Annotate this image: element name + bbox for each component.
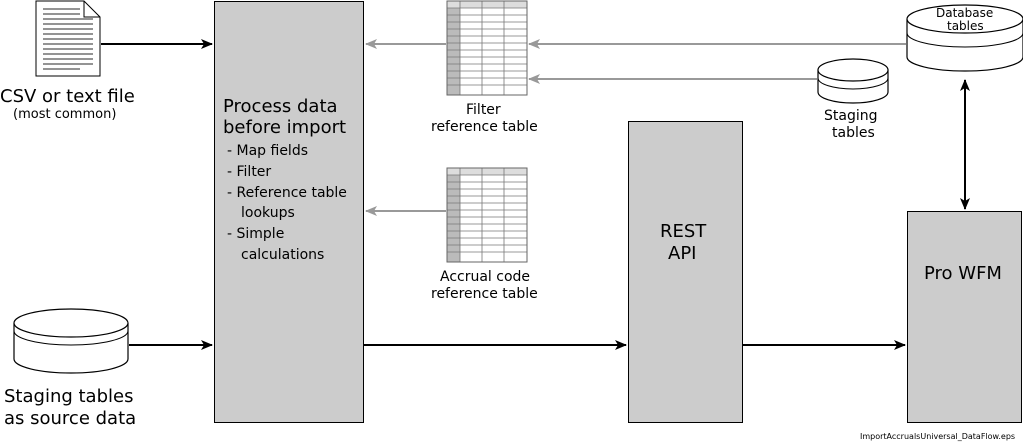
filter-reference-table-icon [446,0,528,96]
database-tables-label-line2: tables [947,19,984,33]
database-tables-label-line1: Database [936,6,994,20]
accrual-reference-table-icon [446,167,528,263]
staging-source-label-line2: as source data [4,408,137,429]
process-step-calculations: calculations [241,247,325,263]
csv-document-icon [35,0,101,77]
process-step-reference-table: - Reference table [227,185,347,201]
staging-source-cylinder-icon [13,308,129,374]
staging-tables-cylinder-icon [817,58,889,104]
process-step-filter: - Filter [227,164,272,180]
footer-filename: ImportAccrualsUniversal_DataFlow.eps [860,432,1016,441]
csv-file-sublabel: (most common) [13,107,117,122]
rest-api-box [628,121,743,423]
rest-api-label-line1: REST [660,221,707,242]
process-step-map-fields: - Map fields [227,143,308,159]
process-box [214,1,364,423]
csv-file-label: CSV or text file [0,86,135,107]
rest-api-label-line2: API [668,243,697,264]
staging-tables-label-line1: Staging [824,108,878,124]
staging-tables-label-line2: tables [832,125,875,141]
filter-table-label-line1: Filter [466,102,501,118]
filter-table-label-line2: reference table [431,119,538,135]
staging-source-label-line1: Staging tables [4,386,134,407]
database-tables-cylinder-icon [906,4,1023,72]
accrual-table-label-line2: reference table [431,286,538,302]
process-step-simple: - Simple [227,226,285,242]
pro-wfm-label: Pro WFM [924,263,1002,284]
process-title-line1: Process data [223,96,338,117]
process-title-line2: before import [223,117,347,138]
accrual-table-label-line1: Accrual code [440,269,531,285]
pro-wfm-box [907,211,1022,423]
process-step-lookups: lookups [241,205,295,221]
